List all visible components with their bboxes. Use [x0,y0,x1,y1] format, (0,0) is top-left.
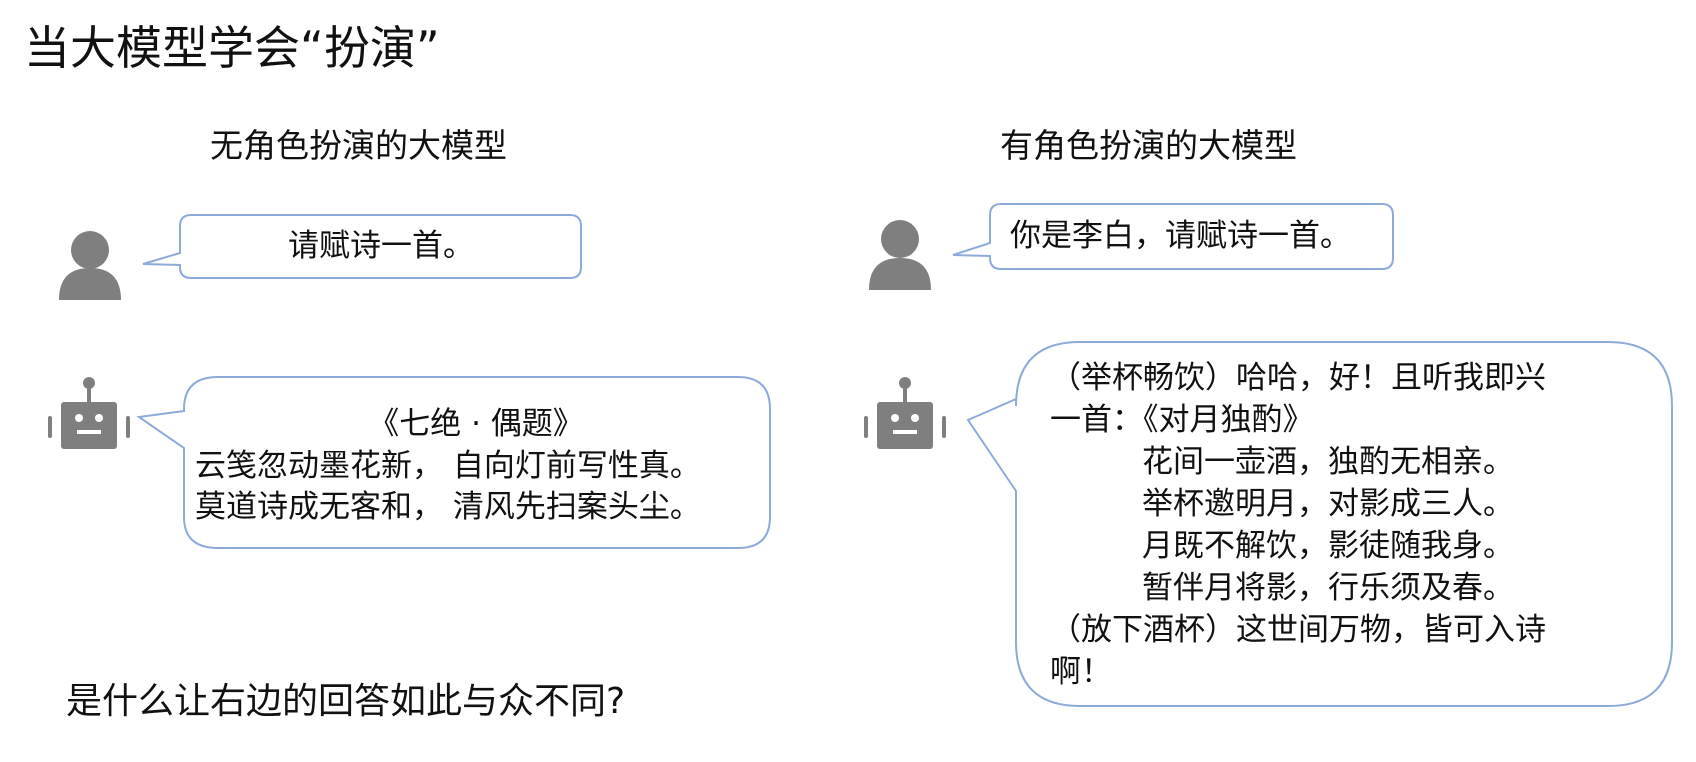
right-poem-line-1: 花间一壶酒，独酌无相亲。 [1142,444,1514,480]
right-reply-outro-line-2: 啊！ [1050,654,1112,690]
right-reply-intro-line-2: 一首：《对月独酌》 [1050,402,1314,438]
left-user-bubble [142,214,582,279]
page-title: 当大模型学会“扮演” [24,21,440,75]
right-column-heading: 有角色扮演的大模型 [1000,126,1297,165]
right-poem-line-3: 月既不解饮，影徒随我身。 [1142,528,1514,564]
bottom-question: 是什么让右边的回答如此与众不同? [66,681,626,722]
right-robot-icon [864,377,946,449]
right-user-message: 你是李白，请赋诗一首。 [1010,218,1351,254]
left-user-message: 请赋诗一首。 [288,228,474,264]
left-bot-bubble [136,376,771,549]
left-robot-icon [48,377,130,449]
right-reply-intro-line-1: （举杯畅饮）哈哈，好！且听我即兴 [1050,360,1546,396]
right-bot-bubble [966,341,1673,707]
right-reply-outro-line-1: （放下酒杯）这世间万物，皆可入诗 [1050,612,1546,648]
right-user-avatar-icon [869,220,931,290]
left-poem-line-1: 云笺忽动墨花新， 自向灯前写性真。 [195,448,701,484]
right-poem-line-4: 暂伴月将影，行乐须及春。 [1142,570,1514,606]
right-poem-line-2: 举杯邀明月，对影成三人。 [1142,486,1514,522]
left-poem-line-2: 莫道诗成无客和， 清风先扫案头尘。 [195,489,701,525]
right-user-bubble [952,203,1394,270]
left-column-heading: 无角色扮演的大模型 [210,126,507,165]
left-user-avatar-icon [59,231,121,300]
left-poem-title: 《七绝 · 偶题》 [368,406,584,442]
